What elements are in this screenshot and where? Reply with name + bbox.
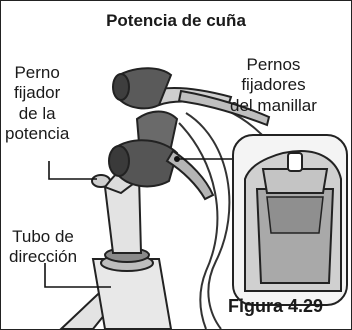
stem-bolt-label: Perno fijador de la potencia: [5, 63, 69, 145]
steering-tube-label-line: Tubo de: [12, 227, 74, 246]
stem-bolt-label-line: potencia: [5, 124, 70, 144]
stem-bolt-label-line: Perno: [14, 63, 60, 82]
steering-tube-label-line: dirección: [9, 247, 78, 267]
handlebar-bolts-label: Pernos fijadores del manillar: [230, 55, 317, 116]
handlebar-bolts-label-line: Pernos: [246, 55, 301, 74]
rear-grip: [118, 67, 173, 110]
front-brake-lever: [165, 149, 215, 201]
rear-brake-lever: [177, 89, 271, 127]
stem-bolt-label-line: de la: [18, 103, 56, 123]
stem-bolt-label-line: fijador: [13, 83, 61, 103]
handlebar-bolts-label-line: fijadores: [241, 75, 306, 95]
steering-tube-label: Tubo de dirección: [9, 227, 77, 268]
rear-grip-end: [112, 73, 130, 101]
clamp-detail-inset: [232, 134, 348, 306]
front-grip: [111, 139, 179, 188]
handlebar-bolts-label-line: del manillar: [230, 95, 317, 115]
figure-number: Figura 4.29: [228, 296, 324, 316]
diagram-title: Potencia de cuña: [106, 11, 246, 30]
front-grip-end: [108, 145, 130, 177]
